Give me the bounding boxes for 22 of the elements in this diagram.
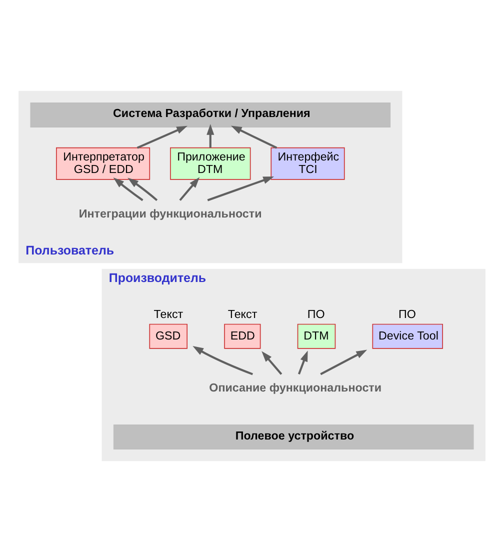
node-box: Интерфейс TCI [270, 147, 344, 180]
node-box: Полевое устройство [112, 424, 474, 450]
node-label: Текст [153, 308, 183, 321]
arrow [136, 126, 187, 149]
arrow [127, 178, 158, 202]
node-label: ПО [306, 308, 324, 321]
node-box: Система Разработки / Управления [30, 102, 390, 128]
arrow [206, 124, 214, 148]
node-text: Интеграции функциональности [78, 207, 262, 220]
arrow [320, 350, 367, 376]
arrow [206, 176, 274, 202]
node-text: Описание функциональности [208, 381, 382, 394]
arrow [230, 126, 277, 149]
arrow [297, 350, 308, 375]
arrow [192, 346, 252, 376]
node-box: Приложение DTM [170, 147, 250, 180]
arrow [261, 351, 282, 375]
node-box: Интерпретатор GSD / EDD [56, 147, 150, 180]
arrow [112, 178, 143, 202]
node-label: Текст [227, 308, 257, 321]
node-label: ПО [398, 308, 416, 321]
arrow [178, 177, 200, 201]
